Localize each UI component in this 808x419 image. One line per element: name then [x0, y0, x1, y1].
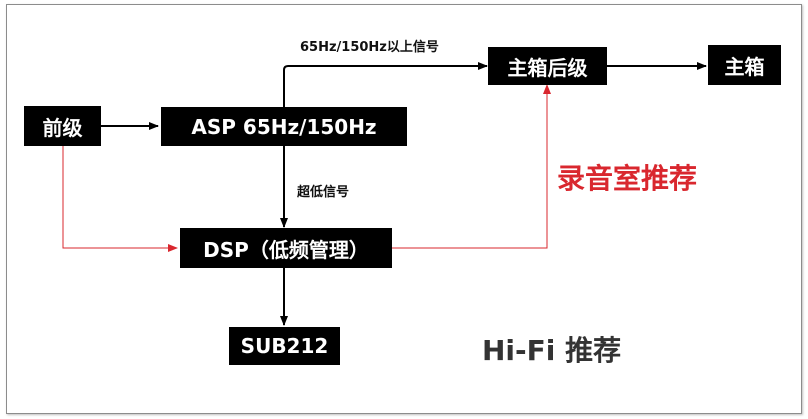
studio-recommendation: 录音室推荐 — [557, 162, 698, 195]
dsp-node: DSP（低频管理） — [180, 228, 392, 268]
main-post-amp-node: 主箱后级 — [488, 47, 607, 85]
sub-node: SUB212 — [229, 327, 340, 365]
sub-signal-label: 超低信号 — [297, 185, 350, 200]
diagram-frame — [6, 4, 802, 414]
arrow-asp-to-main-post — [283, 62, 488, 107]
hifi-recommendation: Hi-Fi 推荐 — [482, 334, 622, 367]
asp-node: ASP 65Hz/150Hz — [161, 107, 407, 146]
top-edge-label: 65Hz/150Hz以上信号 — [300, 40, 439, 55]
main-speaker-node: 主箱 — [708, 45, 781, 85]
studio-path-dsp-to-main-post — [392, 84, 551, 249]
preamp-node: 前级 — [24, 106, 101, 146]
studio-path-preamp-to-dsp — [62, 146, 178, 252]
